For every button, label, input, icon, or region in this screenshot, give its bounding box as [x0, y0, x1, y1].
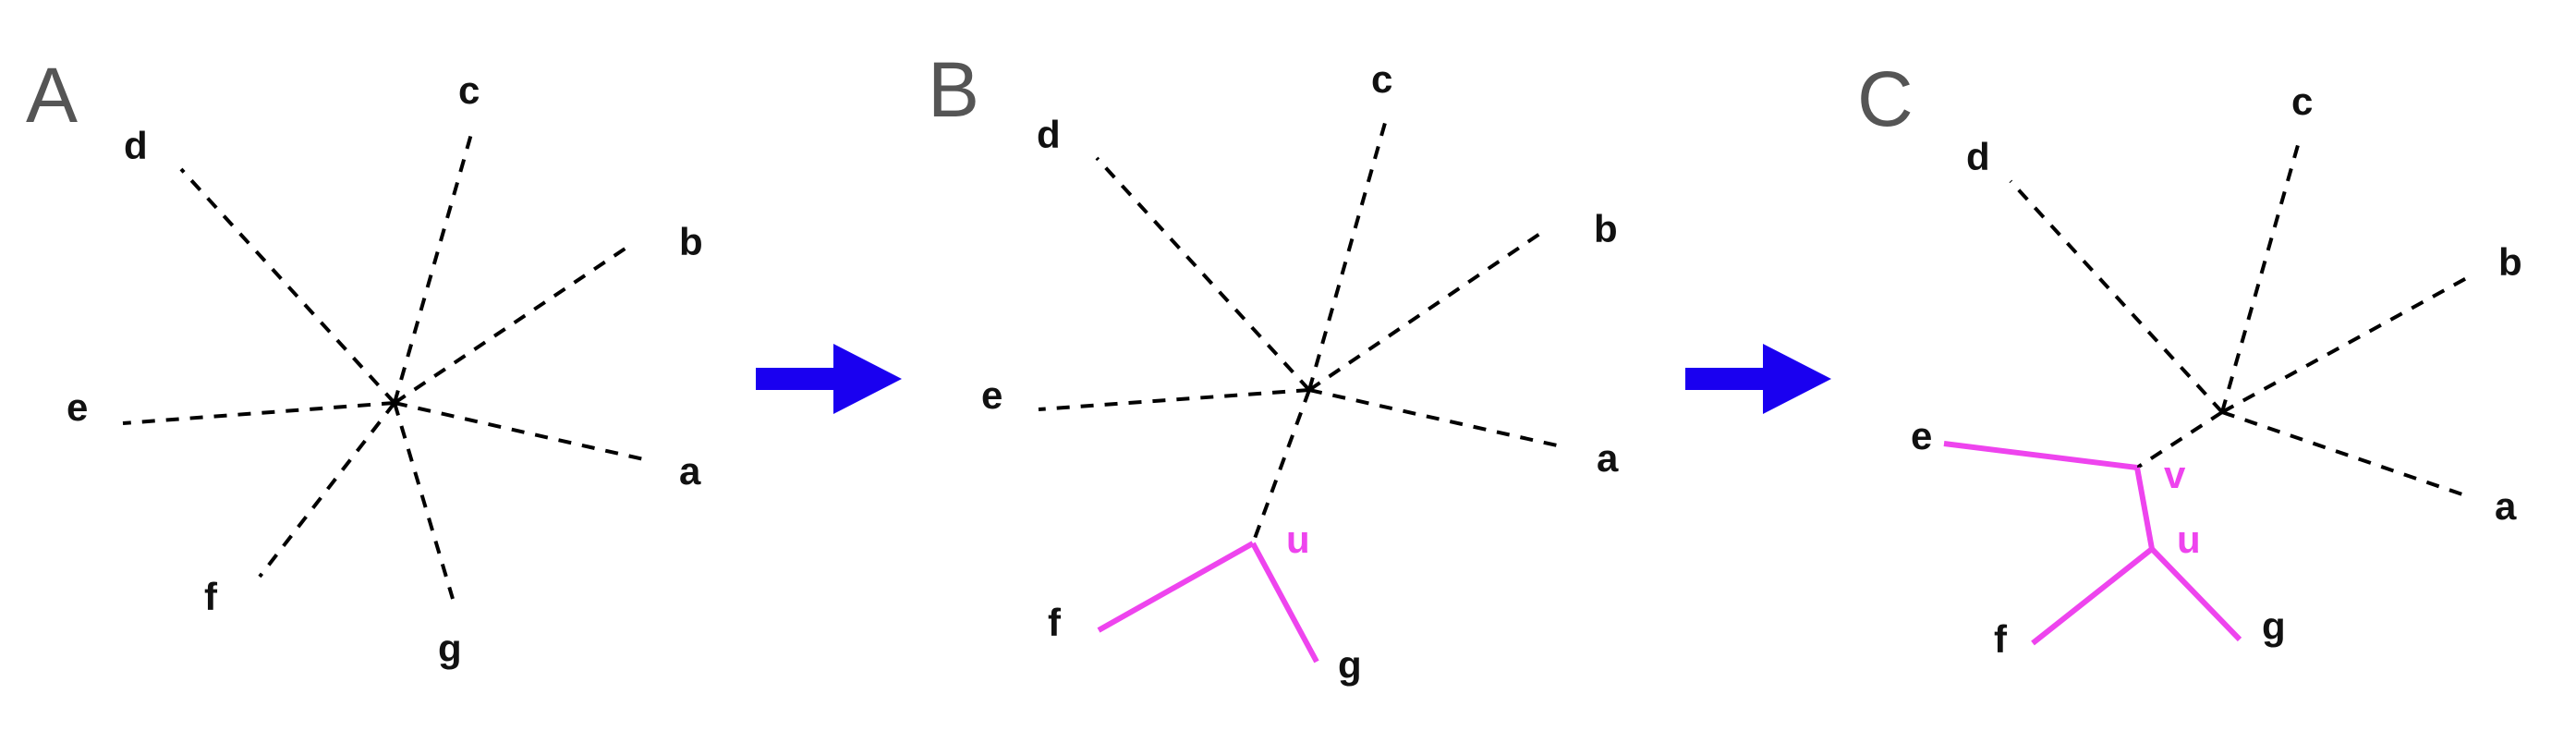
leaf-label-b: b [1594, 207, 1618, 250]
highlight-edge-e [1943, 441, 2138, 470]
arrow-2-shape [1685, 344, 1831, 414]
edge-e [1038, 388, 1310, 411]
highlight-edge-f [1097, 541, 1255, 633]
edge-g [393, 402, 455, 600]
edge-b [2221, 274, 2473, 414]
leaf-label-d: d [1037, 113, 1061, 156]
panel-a: A d c b e a f g [26, 52, 703, 670]
highlight-edge-g [2149, 546, 2242, 642]
panel-label-a: A [26, 52, 78, 139]
leaf-label-d: d [124, 124, 148, 167]
panel-label-c: C [1857, 55, 1914, 142]
leaf-label-c: c [2291, 79, 2313, 123]
leaf-label-e: e [1911, 414, 1932, 457]
leaf-label-e: e [67, 385, 88, 429]
node-label-u: u [1286, 518, 1310, 561]
panel-label-b: B [928, 46, 979, 133]
edge-f [258, 401, 396, 578]
node-label-u: u [2177, 518, 2201, 561]
highlight-edge-g [1250, 542, 1319, 664]
leaf-label-b: b [2498, 240, 2522, 284]
edge-u [1251, 389, 1311, 544]
highlight-edge-u [2134, 467, 2155, 550]
node-label-v: v [2164, 453, 2186, 496]
edge-d [1095, 156, 1311, 392]
edge-b [393, 244, 631, 405]
leaf-label-e: e [981, 373, 1002, 417]
edge-d [179, 167, 396, 405]
leaf-label-c: c [458, 68, 480, 112]
edge-a [2221, 410, 2466, 497]
edge-c [1307, 116, 1389, 391]
edge-v [2135, 410, 2224, 469]
edge-b [1307, 231, 1543, 392]
leaf-label-a: a [679, 449, 701, 493]
leaf-label-f: f [204, 575, 218, 618]
leaf-label-a: a [1597, 436, 1619, 480]
edge-c [2220, 138, 2302, 413]
arrow-1-shape [756, 344, 902, 414]
leaf-label-c: c [1371, 57, 1392, 101]
edge-c [393, 127, 475, 404]
leaf-label-f: f [1994, 617, 2008, 661]
leaf-label-g: g [2262, 604, 2286, 648]
leaf-label-d: d [1966, 135, 1990, 178]
panel-c: C d c b e a f g v u [1857, 55, 2522, 661]
leaf-label-a: a [2495, 484, 2517, 528]
panel-b: B d c b e a f g u [928, 46, 1619, 687]
right-arrow-icon [756, 344, 902, 414]
edge-a [1308, 388, 1566, 449]
edge-d [2009, 179, 2224, 414]
leaf-label-g: g [438, 627, 462, 670]
highlight-edge-f [2031, 546, 2154, 646]
leaf-label-f: f [1048, 601, 1062, 644]
edge-e [122, 401, 395, 425]
leaf-label-b: b [679, 220, 703, 263]
right-arrow-icon [1685, 344, 1831, 414]
edge-a [394, 401, 649, 462]
leaf-label-g: g [1338, 643, 1362, 687]
